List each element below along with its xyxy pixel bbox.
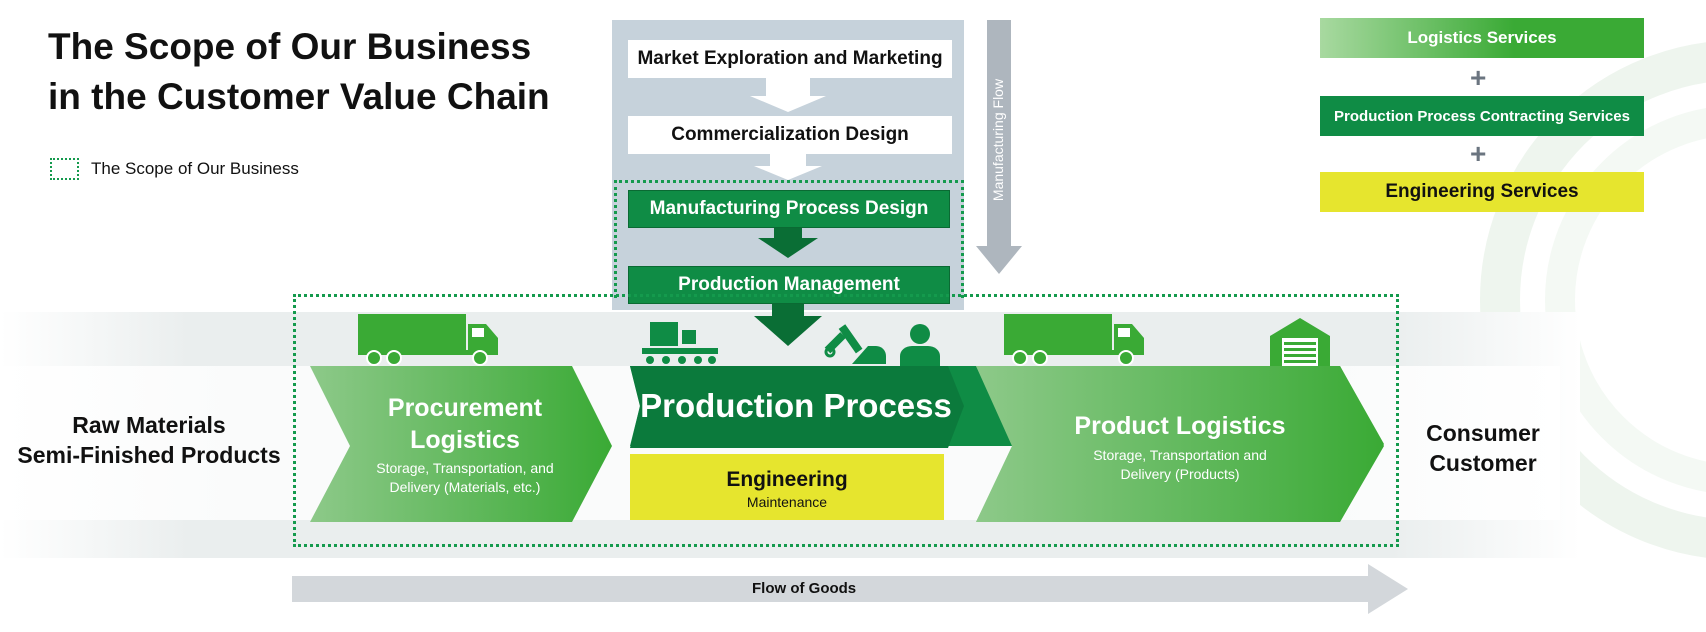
product-logistics-title: Product Logistics [1074,412,1286,440]
plus-sign-1: + [1470,62,1487,93]
procurement-desc: Storage, Transportation, and Delivery (M… [376,460,554,495]
logistics-services-box: Logistics Services [1320,18,1644,58]
market-exploration-box: Market Exploration and Marketing [628,40,952,78]
upper-flow-arrows [750,78,826,346]
procurement-title: Procurement Logistics [387,394,543,454]
manufacturing-flow-label: Manufacturing Flow [990,78,1006,202]
product-logistics-shape [976,366,1384,522]
legend: The Scope of Our Business [50,158,299,180]
production-process-contracting-services-box: Production Process Contracting Services [1320,96,1644,136]
procurement-logistics-chevron [310,366,612,522]
decorative-circles [1480,42,1706,558]
robot-arm-icon [824,324,886,364]
truck-icon [1004,314,1144,366]
engineering-title: Engineering [726,468,848,491]
down-arrow-2 [754,154,822,180]
raw-materials-label: Raw Materials Semi-Finished Products [17,412,281,468]
worker-icon [900,324,940,366]
down-arrow-4 [754,302,822,346]
flow-of-goods-arrow [292,564,1408,614]
legend-label: The Scope of Our Business [91,159,299,178]
production-process-title: Production Process [640,387,952,424]
commercialization-design-box: Commercialization Design [628,116,952,154]
legend-dotted-swatch [50,158,79,180]
production-process-shape [630,366,964,448]
down-arrow-1 [750,78,826,112]
scope-dotted-outline-main [293,294,1399,547]
product-logistics-desc: Storage, Transportation and Delivery (Pr… [1093,447,1267,482]
page-title: The Scope of Our Business in the Custome… [48,26,550,117]
flow-of-goods-label: Flow of Goods [752,580,857,597]
production-management-box: Production Management [628,266,950,304]
consumer-customer-label: Consumer Customer [1426,420,1540,476]
scope-dotted-outline-top [614,180,964,298]
engineering-box [630,454,944,520]
warehouse-icon [1270,318,1330,368]
engineering-sub: Maintenance [746,494,828,510]
truck-icon [358,314,498,366]
down-arrow-3 [758,228,818,258]
engineering-services-box: Engineering Services [1320,172,1644,212]
conveyor-box-icon [642,322,718,364]
manufacturing-process-design-box: Manufacturing Process Design [628,190,950,228]
manufacturing-flow-arrow [976,20,1022,274]
plus-sign-2: + [1470,138,1487,169]
